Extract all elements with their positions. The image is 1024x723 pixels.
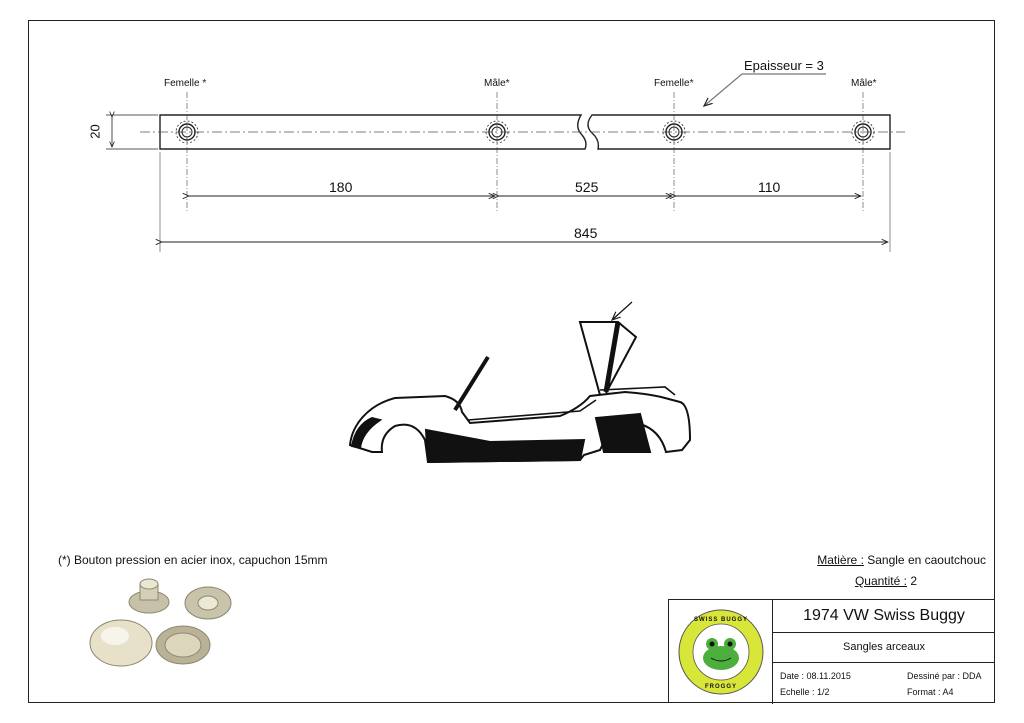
dimension-110: 110 bbox=[758, 179, 781, 195]
connector-label-male-2: Mâle* bbox=[851, 78, 877, 89]
connector-label-female-1: Femelle * bbox=[164, 78, 207, 89]
drawn-by: Dessiné par : DDA bbox=[907, 671, 982, 681]
connector-label-female-2: Femelle* bbox=[654, 78, 694, 89]
connector-label-male-1: Mâle* bbox=[484, 78, 510, 89]
height-dimension-label: 20 bbox=[87, 124, 103, 139]
quantity-value: 2 bbox=[906, 574, 917, 588]
drawing-title: 1974 VW Swiss Buggy bbox=[773, 600, 995, 633]
dimension-180: 180 bbox=[329, 179, 353, 195]
title-block: SWISS BUGGY FROGGY 1974 VW Swiss Buggy S… bbox=[668, 599, 995, 704]
dimension-525: 525 bbox=[575, 179, 599, 195]
swiss-buggy-froggy-logo: SWISS BUGGY FROGGY bbox=[669, 600, 773, 704]
material-label: Matière : bbox=[817, 553, 864, 567]
thickness-leader bbox=[704, 73, 826, 106]
material-value: Sangle en caoutchouc bbox=[863, 553, 986, 567]
drawing-subtitle: Sangles arceaux bbox=[773, 632, 995, 663]
drawing-scale: Echelle : 1/2 bbox=[780, 687, 830, 697]
snap-button-note: (*) Bouton pression en acier inox, capuc… bbox=[58, 553, 328, 567]
material-line: Matière : Sangle en caoutchouc bbox=[817, 553, 986, 567]
logo-text-bottom: FROGGY bbox=[704, 684, 737, 690]
drawing-date: Date : 08.11.2015 bbox=[780, 671, 851, 681]
height-dimension bbox=[106, 115, 158, 150]
snap-buttons-illustration bbox=[89, 578, 232, 667]
drawing-sheet-border bbox=[28, 20, 995, 703]
buggy-illustration bbox=[348, 321, 692, 464]
total-extension-lines bbox=[159, 152, 891, 252]
buggy-strap-pointer-arrow bbox=[612, 301, 633, 320]
dimension-lines bbox=[162, 196, 888, 242]
logo-text-top: SWISS BUGGY bbox=[693, 617, 748, 623]
strap-outline bbox=[159, 114, 891, 150]
drawing-format: Format : A4 bbox=[907, 687, 954, 697]
thickness-label: Epaisseur = 3 bbox=[744, 58, 824, 73]
dimension-total-845: 845 bbox=[574, 225, 598, 241]
extension-lines bbox=[186, 92, 864, 212]
quantity-label: Quantité : bbox=[854, 574, 907, 588]
quantity-line: Quantité : 2 bbox=[855, 574, 917, 588]
